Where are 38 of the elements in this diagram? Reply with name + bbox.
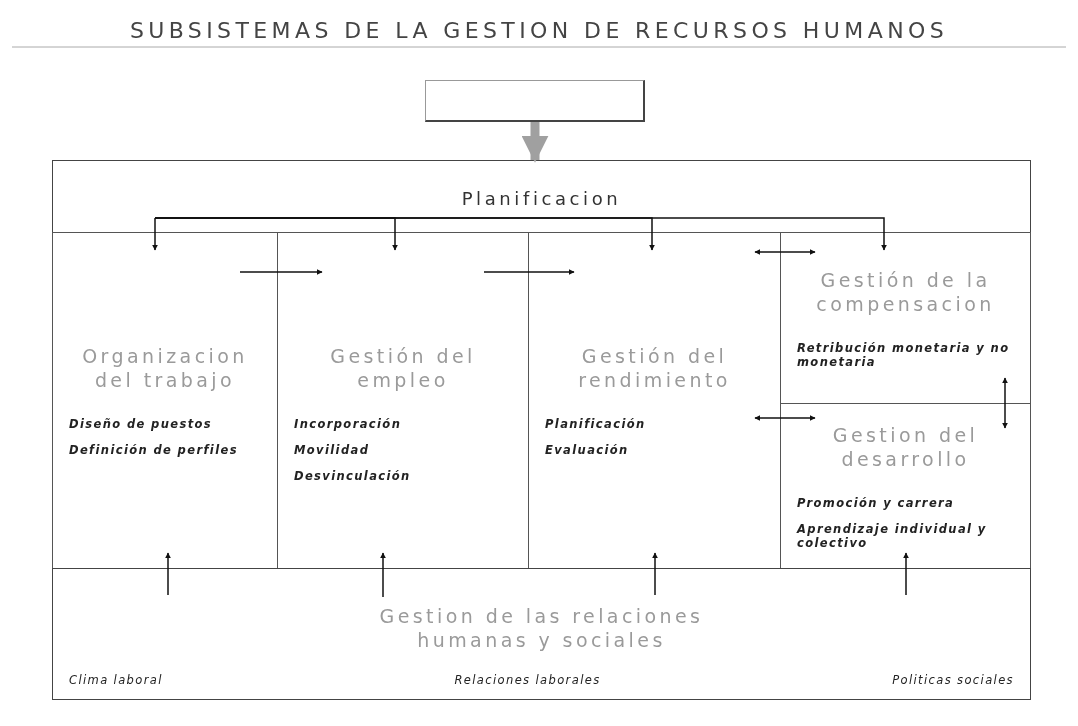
subsystem-panel: [52, 232, 278, 569]
subsystem-item: Movilidad: [294, 442, 371, 458]
arrow: [152, 217, 158, 251]
arrow: [754, 249, 816, 255]
subsystem-item: Definición de perfiles: [69, 442, 239, 458]
subsystem-heading: Gestión del empleo: [329, 345, 477, 393]
planning-band: [52, 160, 1031, 233]
arrow: [380, 552, 386, 598]
subsystem-item: Diseño de puestos: [69, 416, 214, 431]
subsystem-heading: Gestión del rendimiento: [577, 345, 732, 393]
band-heading: Planificacion: [461, 187, 622, 211]
arrow: [483, 269, 575, 275]
relations-band: [52, 568, 1031, 700]
empty-box: [425, 80, 645, 122]
band-item: Politicas sociales: [892, 672, 1014, 687]
subsystem-item: Retribución monetaria y no monetaria: [797, 340, 1011, 370]
subsystem-item: Promoción y carrera: [797, 495, 956, 510]
arrow: [521, 122, 549, 163]
band-item: Clima laboral: [69, 672, 163, 687]
arrow: [1002, 377, 1008, 429]
subsystem-heading: Gestion del desarrollo: [831, 424, 980, 472]
subsystem-item: Desvinculación: [294, 469, 412, 484]
arrow: [165, 552, 171, 596]
arrow: [154, 217, 887, 251]
arrow: [754, 415, 816, 421]
arrow: [239, 269, 323, 275]
band-heading: Gestion de las relaciones humanas y sociales: [378, 605, 705, 653]
subsystem-heading: Gestión de la compensacion: [815, 269, 996, 317]
arrow: [903, 552, 909, 596]
subsystem-item: Aprendizaje individual y colectivo: [797, 521, 988, 551]
subsystem-item: Planificación: [545, 416, 647, 431]
band-item: Relaciones laborales: [454, 672, 601, 687]
arrow: [652, 552, 658, 596]
subsystem-panel: [780, 232, 1031, 404]
title: SUBSISTEMAS DE LA GESTION DE RECURSOS HUMANOS: [128, 17, 950, 45]
subsystem-item: Evaluación: [545, 442, 630, 458]
subsystem-item: Incorporación: [294, 416, 403, 431]
subsystem-heading: Organizacion del trabajo: [81, 345, 249, 393]
